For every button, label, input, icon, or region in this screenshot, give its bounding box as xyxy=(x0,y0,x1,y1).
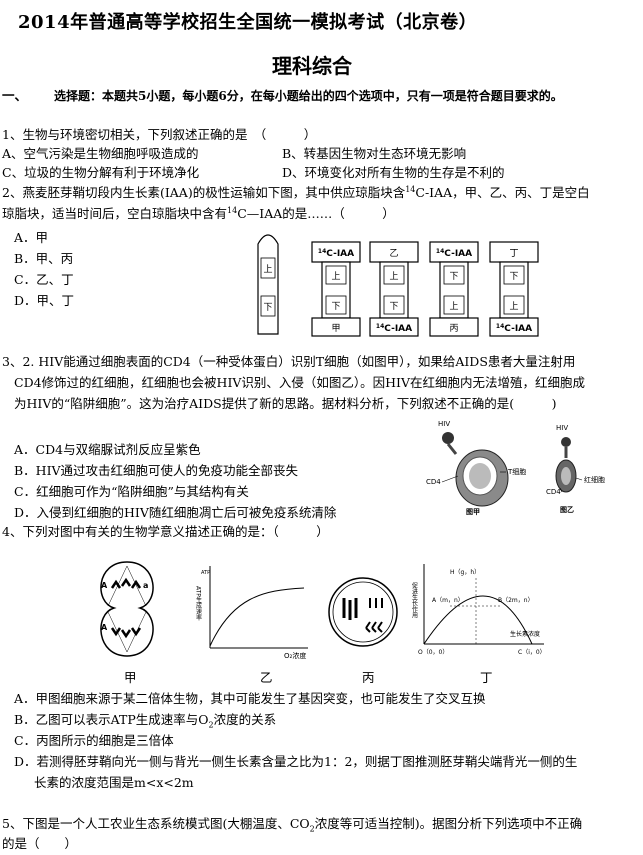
setup3-up: 上 xyxy=(449,301,458,312)
setup1-donor: 14C-IAA xyxy=(318,248,354,259)
q1-option-a: A、空气污染是生物细胞呼吸造成的 xyxy=(2,146,199,161)
setup3-donor: 14C-IAA xyxy=(436,248,472,259)
setup4-receiver-ding: 丁 xyxy=(509,249,518,259)
setup2-receiver-yi: 乙 xyxy=(389,248,398,259)
jia-label-a: A xyxy=(101,581,108,590)
fig-jia-tcell: HIV CD4 T细胞 图甲 xyxy=(426,420,526,516)
q2-option-a: A．甲 xyxy=(14,230,49,245)
q4-option-d-line2: 长素的浓度范围是m<x<2m xyxy=(34,775,194,790)
setup1-receiver-jia: 甲 xyxy=(331,323,340,334)
q1-option-d: D、环境变化对所有生物的生存是不利的 xyxy=(282,165,505,180)
fig-yi-rbc: HIV CD4 红细胞 图乙 xyxy=(546,424,605,514)
coleoptile-label-down: 下 xyxy=(263,303,272,313)
q4-stem: 4、下列对图中有关的生物学意义描述正确的是：（ ） xyxy=(2,524,329,539)
promote-axis-label: 促进生长作用 xyxy=(411,581,418,619)
segment-setup-4: 丁 下 上 14C-IAA xyxy=(489,241,539,337)
q2-option-d: D．甲、丁 xyxy=(14,293,75,308)
fig-jia-tcell-label: T细胞 xyxy=(507,467,526,476)
setup4-up: 上 xyxy=(509,301,518,312)
section-instructions: 选择题：本题共5小题，每小题6分，在每小题给出的四个选项中，只有一项是符合题目要… xyxy=(54,89,563,103)
fig-yi-cd4-label: CD4 xyxy=(546,488,561,496)
point-o-label: O（0，0） xyxy=(418,649,448,656)
q1-option-c: C、垃圾的生物分解有利于环境净化 xyxy=(2,165,200,180)
q1-option-b: B、转基因生物对生态环境无影响 xyxy=(282,146,467,161)
q3-option-d: D．入侵到红细胞的HIV随红细胞凋亡后可被免疫系统清除 xyxy=(14,505,337,520)
paper-subtitle: 理科综合 xyxy=(272,54,352,78)
q4-caption-yi: 乙 xyxy=(260,670,273,685)
q4-fig-yi-atp-curve: ATP ATP生成速率 O₂浓度 xyxy=(195,566,308,660)
q2-option-c: C．乙、丁 xyxy=(14,272,74,287)
atp-axis-label: ATP xyxy=(201,570,210,576)
setup2-down: 下 xyxy=(389,302,398,312)
q3-option-c: C．红细胞可作为“陷阱细胞”与其结构有关 xyxy=(14,484,249,499)
q4-option-b: B．乙图可以表示ATP生成速率与O2浓度的关系 xyxy=(14,712,277,730)
setup1-up: 上 xyxy=(331,271,340,282)
setup2-up: 上 xyxy=(389,271,398,282)
fig-jia-hiv-label: HIV xyxy=(438,420,450,428)
point-c-label: C（i，0） xyxy=(518,649,546,656)
q4-fig-ding-auxin-curve: 促进生长作用 H（g，h） A（m，n） B（2m，n） 生长素浓度 O（0，0… xyxy=(411,564,546,656)
setup3-down: 下 xyxy=(449,272,458,282)
segment-setup-2: 乙 上 下 14C-IAA xyxy=(369,241,419,337)
point-b-label: B（2m，n） xyxy=(498,597,534,604)
fig-yi-hiv-label: HIV xyxy=(556,424,568,432)
q4-fig-bing-cell xyxy=(328,577,398,647)
segment-setup-1: 14C-IAA 上 下 甲 xyxy=(311,241,361,337)
setup1-down: 下 xyxy=(331,302,340,312)
q4-caption-ding: 丁 xyxy=(480,670,493,685)
atp-axis-vertical: ATP生成速率 xyxy=(195,586,202,622)
q4-option-a: A．甲图细胞来源于某二倍体生物，其中可能发生了基因突变，也可能发生了交叉互换 xyxy=(14,691,486,706)
fig-yi-caption: 图乙 xyxy=(560,505,574,514)
coleoptile-label-up: 上 xyxy=(263,264,272,275)
section-number: 一、 xyxy=(2,88,28,103)
q2-stem-line1: 2、燕麦胚芽鞘切段内生长素(IAA)的极性运输如下图，其中供应琼脂块含14C-I… xyxy=(2,184,590,200)
q5-stem-line2: 的是（ ） xyxy=(2,836,78,851)
jia-label-a3: a xyxy=(143,581,148,590)
q4-option-c: C．丙图所示的细胞是三倍体 xyxy=(14,733,174,748)
point-h-label: H（g，h） xyxy=(450,569,480,576)
fig-jia-cd4-label: CD4 xyxy=(426,478,441,486)
q2-option-b: B．甲、丙 xyxy=(14,251,74,266)
q2-stem-line2: 琼脂块，适当时间后，空白琼脂块中含有14C—IAA的是……（ ） xyxy=(2,205,395,221)
setup3-receiver-bing: 丙 xyxy=(449,323,458,334)
jia-label-a2: A xyxy=(101,623,108,632)
q4-caption-bing: 丙 xyxy=(362,670,375,685)
q4-option-d-line1: D．若测得胚芽鞘向光一侧与背光一侧生长素含量之比为1：2，则据丁图推测胚芽鞘尖端… xyxy=(14,754,578,769)
q3-hiv-figure: HIV CD4 T细胞 图甲 HIV CD4 红细胞 图乙 xyxy=(426,420,605,516)
q3-stem-line1: 3、2. HIV能通过细胞表面的CD4（一种受体蛋白）识别T细胞（如图甲），如果… xyxy=(2,354,576,369)
segment-setup-3: 14C-IAA 下 上 丙 xyxy=(429,241,479,337)
q3-stem-line3: 为HIV的“陷阱细胞”。这为治疗AIDS提供了新的思路。据材料分析，下列叙述不正… xyxy=(14,396,557,411)
q3-option-b: B．HIV通过攻击红细胞可使人的免疫功能全部丧失 xyxy=(14,463,299,478)
q3-option-a: A．CD4与双缩脲试剂反应呈紫色 xyxy=(14,442,201,457)
setup4-down: 下 xyxy=(509,272,518,282)
q4-fig-jia-cell: A A a xyxy=(100,561,154,657)
q2-coleoptile-figure: 上 下 14C-IAA 上 下 甲 乙 上 下 14C-IAA 14C-IAA … xyxy=(257,234,539,337)
coleoptile-shape xyxy=(257,234,279,335)
q3-stem-line2: CD4修饰过的红细胞，红细胞也会被HIV识别、入侵（如图乙）。因HIV在红细胞内… xyxy=(14,375,586,390)
point-a-label: A（m，n） xyxy=(432,597,464,604)
setup4-donor: 14C-IAA xyxy=(496,323,532,334)
fig-jia-caption: 图甲 xyxy=(466,507,480,516)
q5-stem-line1: 5、下图是一个人工农业生态系统模式图(大棚温度、CO2浓度等可适当控制)。据图分… xyxy=(2,816,583,834)
q4-caption-jia: 甲 xyxy=(124,670,137,685)
fig-yi-rbc-label: 红细胞 xyxy=(584,475,605,484)
setup2-donor: 14C-IAA xyxy=(376,323,412,334)
q1-stem: 1、生物与环境密切相关，下列叙述正确的是 （ ） xyxy=(2,127,317,142)
o2-axis-label: O₂浓度 xyxy=(284,651,306,660)
paper-title: 2014年普通高等学校招生全国统一模拟考试（北京卷） xyxy=(18,12,478,33)
conc-axis-label: 生长素浓度 xyxy=(510,630,540,638)
